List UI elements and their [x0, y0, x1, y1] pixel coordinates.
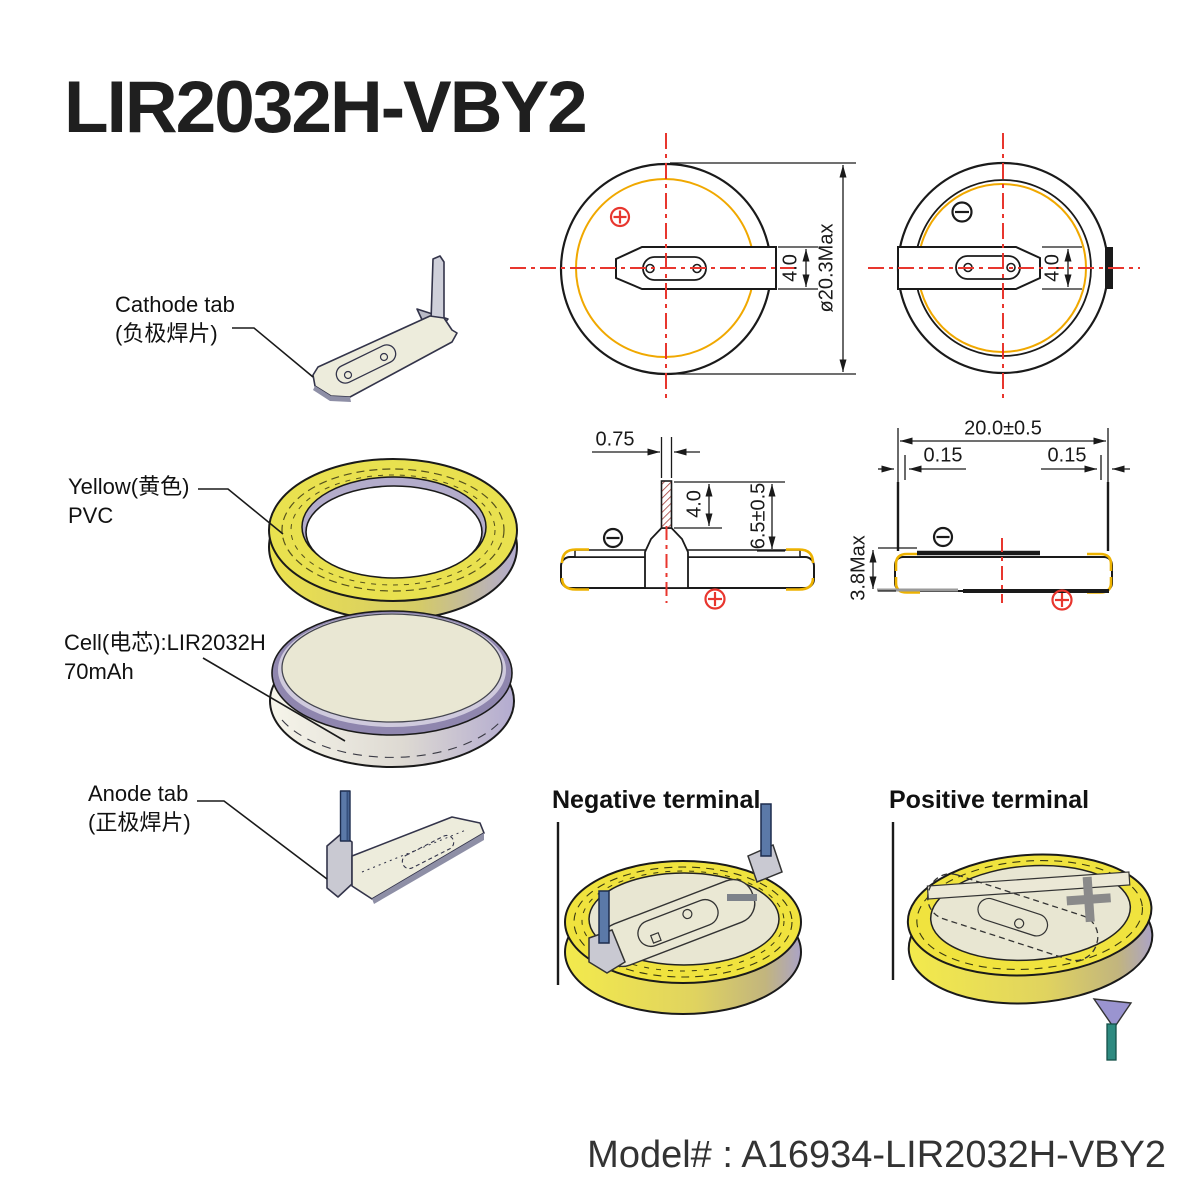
callout-pvc-line2: PVC: [68, 503, 114, 528]
dim-tab-width-right: 4.0: [1041, 254, 1064, 282]
positive-battery-3d: [891, 822, 1154, 1061]
pvc-ring-3d: [268, 458, 518, 621]
anode-tab-3d: [326, 790, 485, 904]
callout-cathode-line1: Cathode tab: [115, 292, 235, 317]
dim-height-with-pin: 6.5±0.5: [747, 482, 770, 550]
callout-cathode-tab: Cathode tab (负极焊片): [115, 290, 235, 348]
dim-diameter: ø20.3Max: [815, 223, 838, 313]
negative-battery-3d: [556, 803, 802, 1015]
dim-edge-right: 0.15: [1047, 444, 1087, 467]
callout-cathode-line2: (负极焊片): [115, 321, 218, 346]
negative-symbol: [951, 201, 973, 223]
dim-cell-height: 3.8Max: [847, 535, 870, 601]
dim-tab-span: 20.0±0.5: [964, 417, 1042, 440]
callout-anode-line1: Anode tab: [88, 781, 189, 806]
negative-symbol: [932, 526, 954, 548]
dim-tab-width-left: 4.0: [779, 254, 802, 282]
positive-symbol: [609, 206, 631, 228]
model-number: Model# : A16934-LIR2032H-VBY2: [587, 1134, 1166, 1176]
positive-symbol: [1051, 589, 1073, 611]
callout-cell: Cell(电芯):LIR2032H 70mAh: [64, 628, 266, 686]
dim-pin-thickness: 0.75: [595, 428, 635, 451]
callout-pvc-line1: Yellow(黄色): [68, 474, 190, 499]
cell-3d: [269, 610, 515, 768]
dim-pin-length: 4.0: [683, 490, 706, 518]
dim-edge-left: 0.15: [923, 444, 963, 467]
label-positive-terminal: Positive terminal: [889, 786, 1090, 814]
top-view-positive: [510, 133, 856, 403]
label-negative-terminal: Negative terminal: [552, 786, 761, 814]
plus-symbol: [1066, 876, 1111, 923]
minus-symbol: [727, 894, 757, 901]
callout-cell-line2: 70mAh: [64, 659, 134, 684]
callout-yellow-pvc: Yellow(黄色) PVC: [68, 472, 189, 530]
negative-symbol: [602, 527, 624, 549]
callout-cell-line1: Cell(电芯):LIR2032H: [64, 630, 266, 655]
page-title: LIR2032H-VBY2: [64, 67, 588, 148]
callout-anode-line2: (正极焊片): [88, 810, 191, 835]
top-view-negative: [868, 133, 1140, 403]
section-view-pin: [560, 437, 815, 610]
positive-symbol: [704, 588, 726, 610]
cathode-tab-3d: [312, 255, 458, 402]
callout-anode-tab: Anode tab (正极焊片): [88, 779, 191, 837]
leader-lines: [197, 327, 346, 880]
section-view-span: [869, 428, 1130, 611]
